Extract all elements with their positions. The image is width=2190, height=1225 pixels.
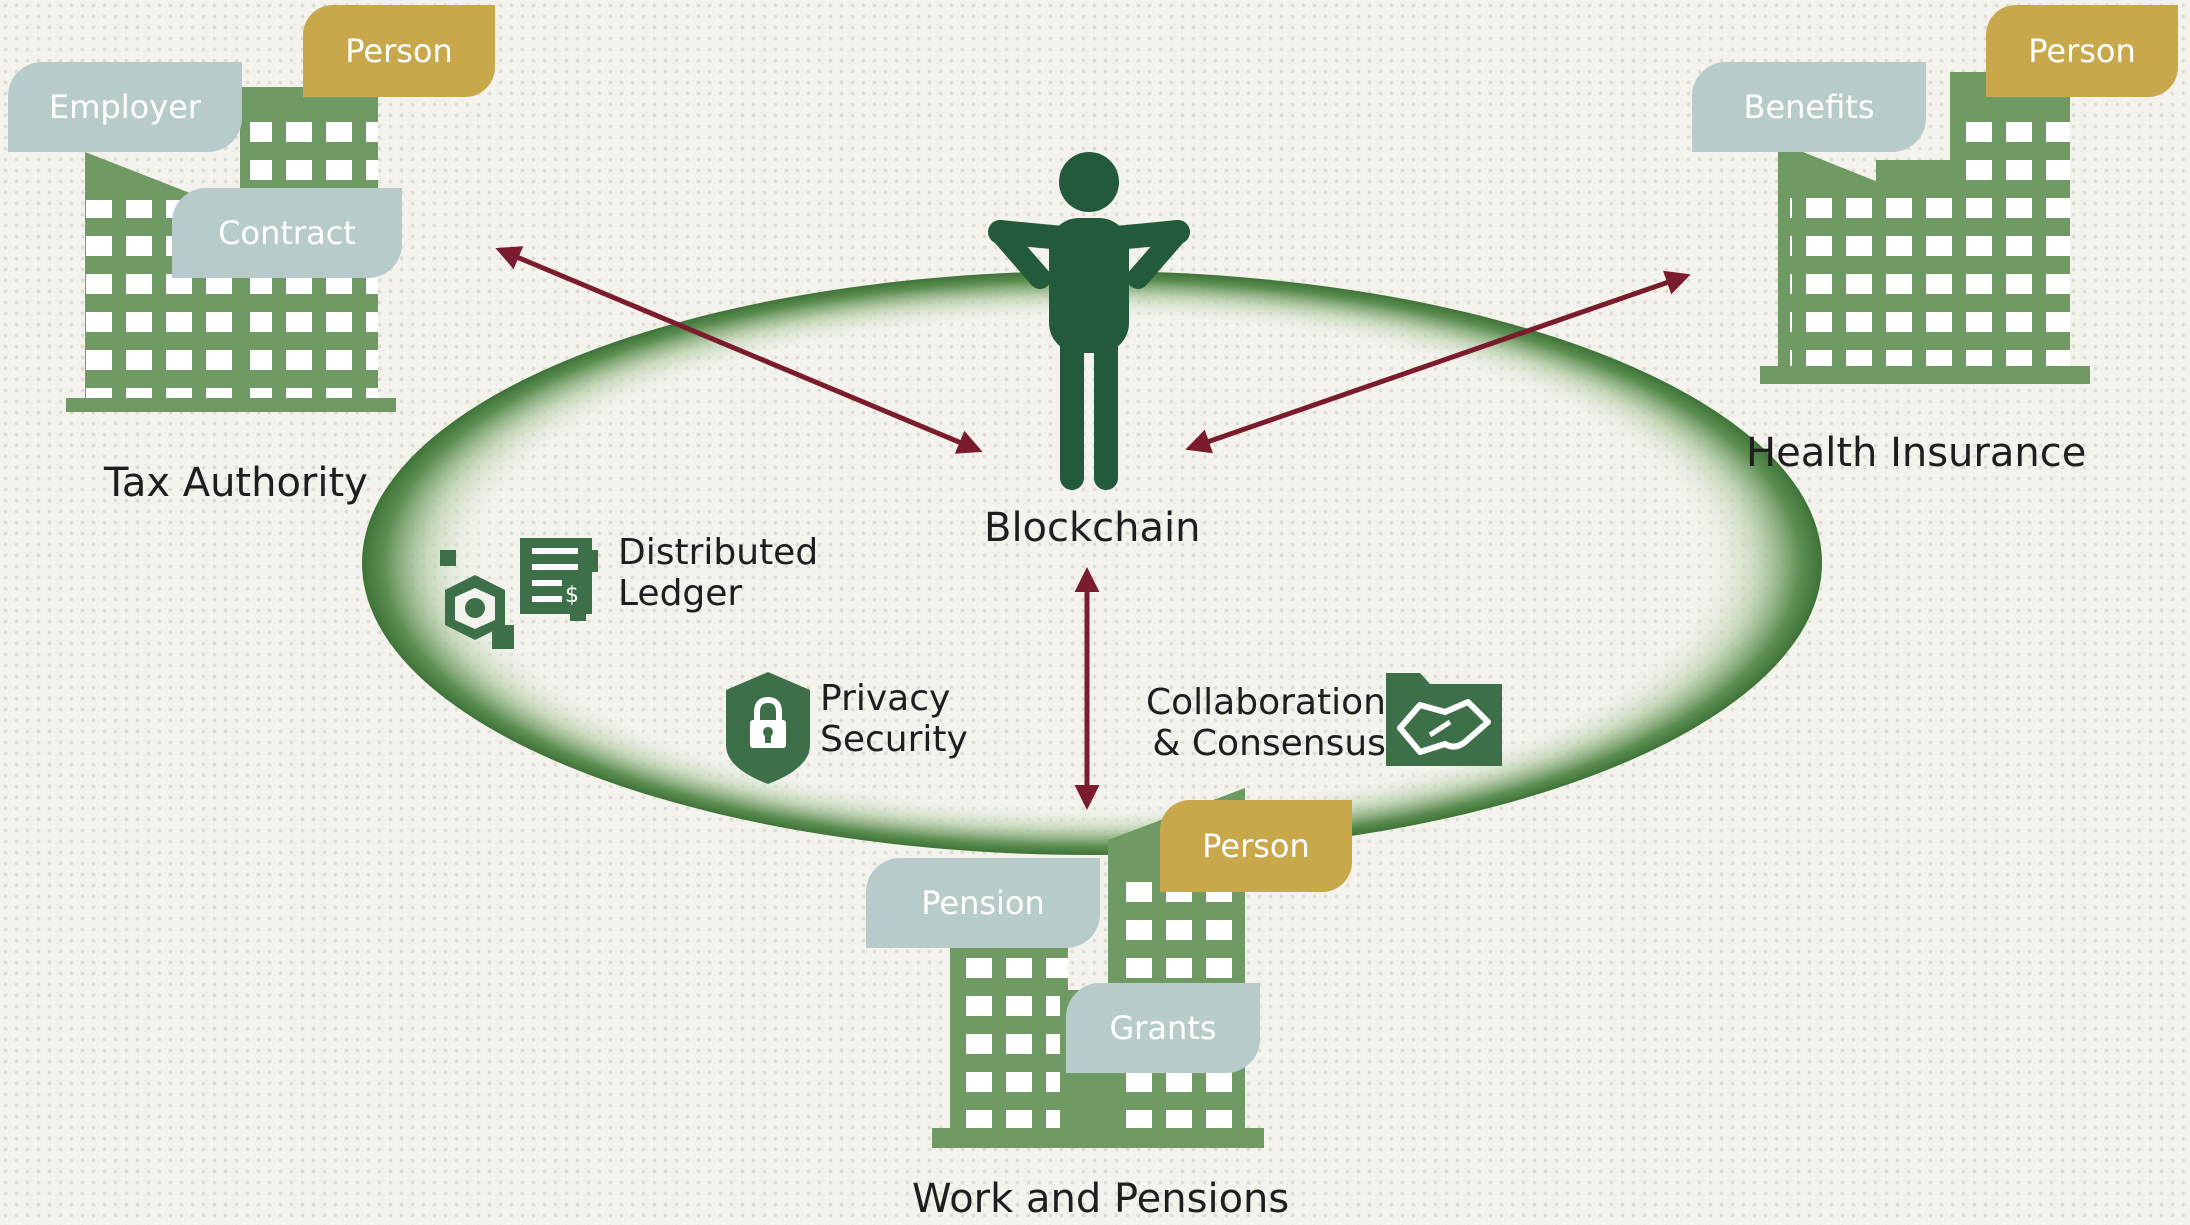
feature-privacy-line2: Security xyxy=(820,719,968,761)
ledger-cubes-icon: $ xyxy=(440,538,598,649)
feature-collab-line2: & Consensus xyxy=(1152,723,1386,765)
tag-grants: Grants xyxy=(1066,983,1260,1073)
arrow-tax xyxy=(495,246,983,454)
arrow-health xyxy=(1185,270,1691,454)
feature-privacy-line1: Privacy xyxy=(820,678,951,719)
feature-ledger-label: Distributed Ledger xyxy=(618,532,818,615)
node-title-health: Health Insurance xyxy=(1746,430,2087,476)
node-title-work: Work and Pensions xyxy=(912,1176,1290,1222)
shield-lock-icon xyxy=(726,672,810,784)
tag-benefits: Benefits xyxy=(1692,62,1926,152)
node-title-tax: Tax Authority xyxy=(104,460,368,506)
tag-employer: Employer xyxy=(8,62,242,152)
svg-text:$: $ xyxy=(565,583,579,608)
feature-privacy-label: Privacy Security xyxy=(820,678,968,761)
tag-person-health: Person xyxy=(1986,5,2178,97)
handshake-icon xyxy=(1386,673,1502,766)
tag-pension: Pension xyxy=(866,858,1100,948)
feature-collab-line1: Collaboration xyxy=(1146,682,1386,723)
building-health-insurance xyxy=(1760,72,2090,384)
person-icon xyxy=(988,152,1190,490)
tag-person-work: Person xyxy=(1160,800,1352,892)
tag-person-tax: Person xyxy=(303,5,495,97)
center-label: Blockchain xyxy=(984,505,1201,551)
feature-ledger-line2: Ledger xyxy=(618,573,743,615)
feature-ledger-line1: Distributed xyxy=(618,532,819,573)
feature-collab-label: Collaboration & Consensus xyxy=(1146,682,1386,765)
tag-contract: Contract xyxy=(172,188,402,278)
